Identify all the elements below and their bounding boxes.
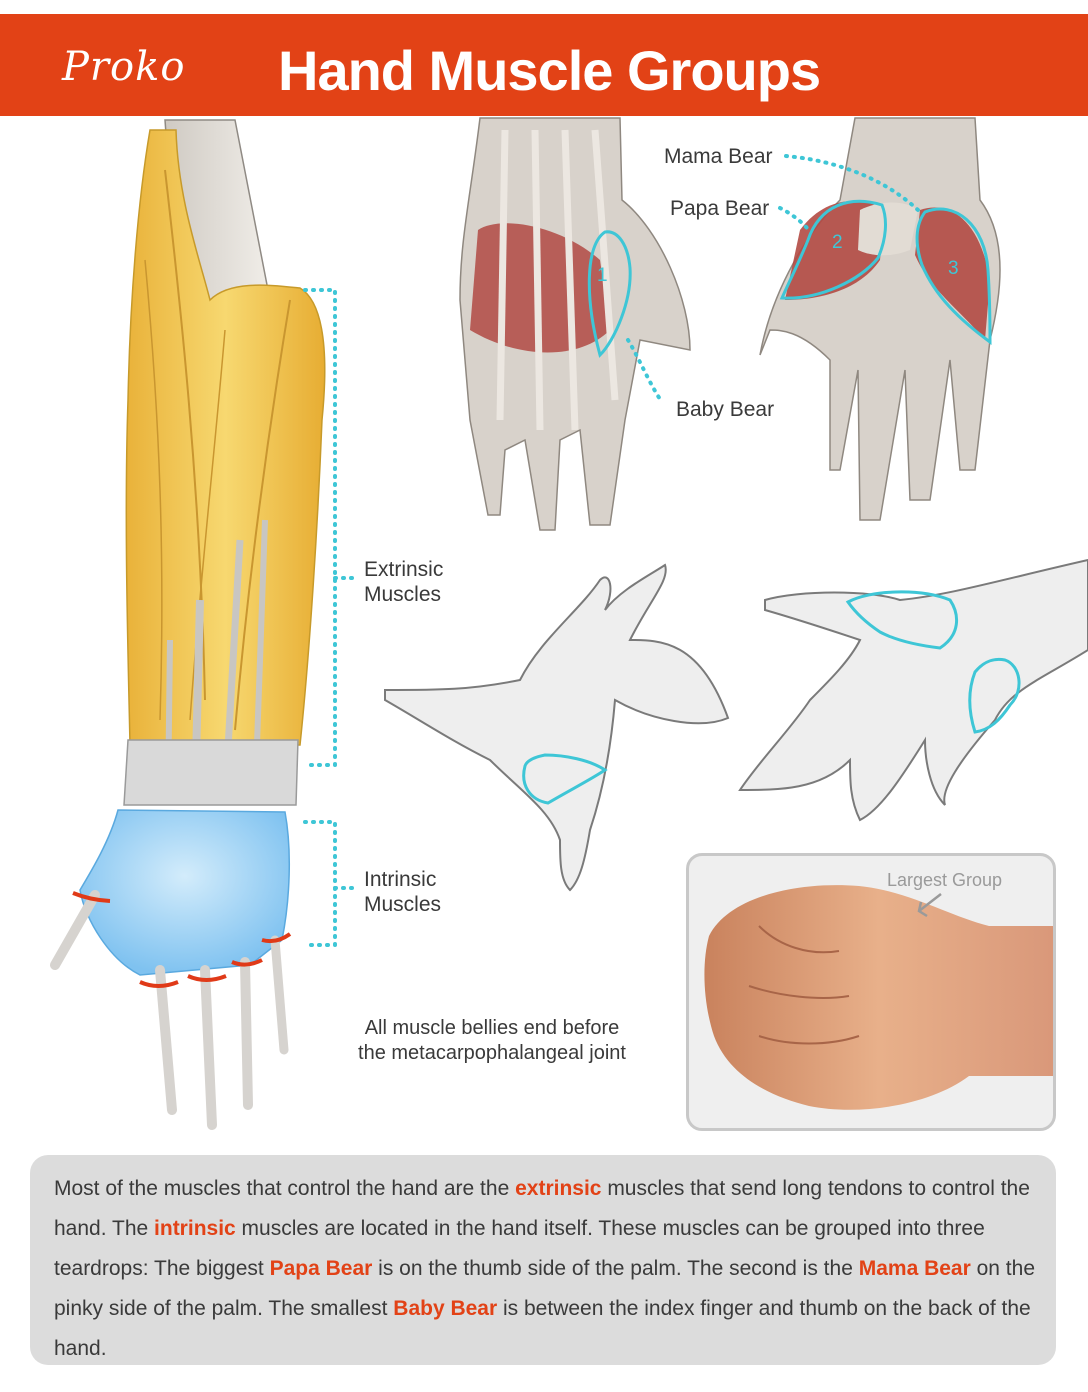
description-text: Most of the muscles that control the han… (30, 1155, 1056, 1369)
extrinsic-bracket (303, 288, 354, 767)
papa-bear-number: 2 (832, 232, 843, 253)
finger-bone (155, 965, 177, 1115)
desc-text: is on the thumb side of the palm. The se… (372, 1257, 859, 1280)
muscle-line (189, 329, 226, 721)
mama-bear-leader (784, 154, 920, 212)
extrinsic-label: Extrinsic Muscles (364, 557, 443, 607)
desc-text: muscles that send long tendons to contro… (54, 1177, 1030, 1240)
highlight-extrinsic: extrinsic (515, 1177, 602, 1200)
palm-illustration (759, 117, 1001, 521)
extrinsic-label-line1: Extrinsic (364, 558, 444, 581)
note-line1: All muscle bellies end before (364, 1017, 620, 1039)
sketch-hand-palm (738, 558, 1088, 822)
extrinsic-label-line2: Muscles (364, 583, 442, 606)
page-title: Hand Muscle Groups (278, 39, 821, 102)
highlight-mama-bear: Mama Bear (858, 1257, 971, 1280)
description-panel: Most of the muscles that control the han… (30, 1155, 1056, 1365)
finger-bone (270, 935, 289, 1055)
extrinsic-muscle-mass (125, 129, 326, 746)
hand-back-illustration (459, 117, 691, 531)
baby-bear-number: 1 (597, 265, 608, 286)
mcp-marker (187, 974, 227, 982)
baby-bear-label: Baby Bear (676, 398, 775, 421)
highlight-baby-bear: Baby Bear (393, 1297, 498, 1320)
highlight-intrinsic: intrinsic (154, 1217, 236, 1240)
intrinsic-muscle-mass (79, 809, 291, 976)
muscle-line (144, 259, 163, 721)
finger-bone (200, 965, 217, 1130)
intrinsic-label-line1: Intrinsic (364, 868, 437, 891)
finger-bone (240, 957, 253, 1110)
muscle-bellies-note: All muscle bellies end before the metaca… (322, 1016, 662, 1066)
note-line2: the metacarpophalangeal joint (358, 1042, 626, 1064)
mama-bear-label: Mama Bear (664, 145, 773, 168)
desc-text: Most of the muscles that control the han… (54, 1177, 516, 1200)
desc-text: on the pinky side of the palm. The small… (54, 1257, 1036, 1320)
intrinsic-label: Intrinsic Muscles (364, 867, 441, 917)
mcp-marker (139, 980, 179, 988)
papa-bear-outline (779, 199, 887, 300)
mcp-marker (261, 932, 292, 944)
mama-bear-number: 3 (948, 258, 959, 279)
intrinsic-label-line2: Muscles (364, 893, 442, 916)
mama-bear-outline (915, 207, 992, 345)
baby-bear-leader (626, 338, 664, 404)
papa-bear-leader (778, 206, 812, 234)
thumb-bone (50, 890, 100, 970)
muscle-line (234, 299, 291, 731)
sketch-hand-side (384, 563, 730, 892)
header-banner: Proko Hand Muscle Groups (0, 14, 1088, 116)
forearm-illustration (50, 119, 326, 1130)
desc-text: is between the index finger and thumb on… (54, 1297, 1031, 1360)
proko-logo: Proko (62, 44, 186, 90)
desc-text: muscles are located in the hand itself. … (54, 1217, 985, 1280)
fist-photo-panel (686, 853, 1056, 1131)
baby-bear-outline (587, 230, 632, 358)
intrinsic-bracket (303, 820, 354, 947)
fist-photo (704, 885, 1053, 1110)
largest-group-label: Largest Group (887, 870, 1003, 890)
retinaculum-band (123, 739, 299, 806)
highlight-papa-bear: Papa Bear (269, 1257, 373, 1280)
mcp-marker (231, 958, 263, 967)
papa-bear-label: Papa Bear (670, 197, 770, 220)
mcp-marker (72, 891, 111, 903)
